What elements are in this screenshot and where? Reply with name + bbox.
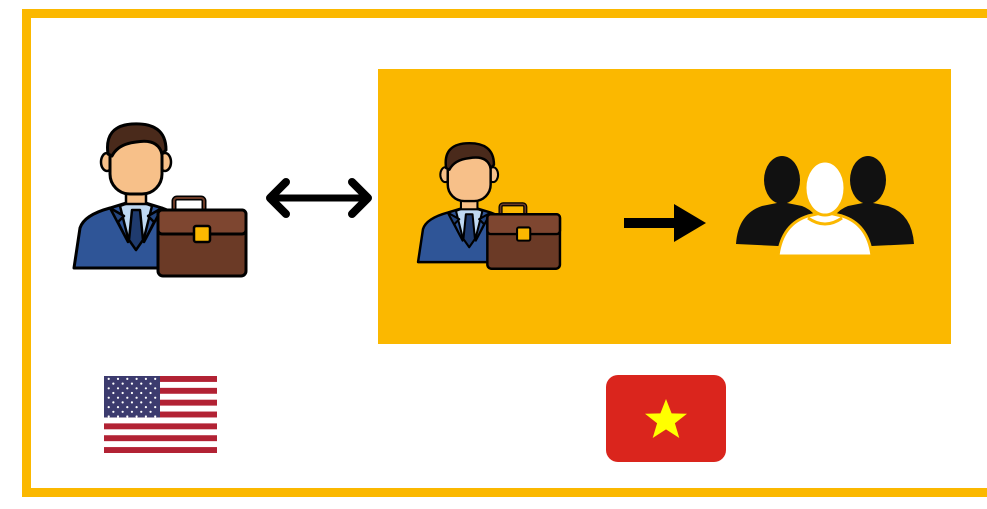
people-group-icon <box>730 152 920 262</box>
double-arrow-icon <box>260 172 378 224</box>
right-arrow-icon <box>622 202 708 244</box>
vietnam-flag-icon <box>606 375 726 462</box>
businessman-left-icon <box>70 120 250 280</box>
businessman-right-icon <box>414 140 564 272</box>
usa-flag-icon <box>104 376 217 453</box>
